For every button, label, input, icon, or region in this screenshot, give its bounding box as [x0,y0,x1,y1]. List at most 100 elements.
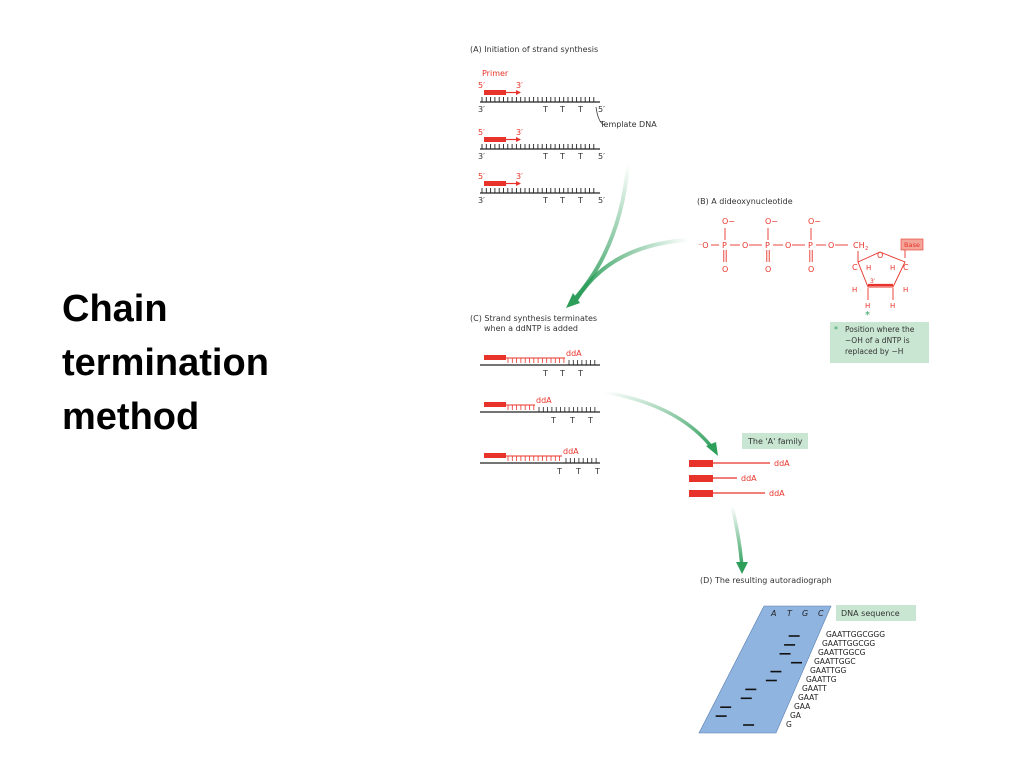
h-2-prime: H [890,302,895,310]
arrow-c-to-family-head [706,442,718,456]
arrow-b-to-c [574,238,689,302]
panel-d-title: (D) The resulting autoradiograph [700,576,832,585]
dna-sequence-label-box [836,605,916,621]
bridging-oxygen: O [828,241,834,250]
a-family-fragment: ddA [689,489,785,498]
template-pointer [595,106,605,126]
sequence-read-2: GAATTGGCGG [822,639,875,648]
phosphorus-3: P [808,241,813,250]
h-right: H [903,286,908,294]
primer-block [484,90,506,95]
primer-arrowhead [516,90,521,95]
template-base-t: T [550,416,556,425]
phosphorus-1: P [722,241,727,250]
template-base-t: T [594,467,600,476]
template-base-t: T [556,467,562,476]
lane-label-g: G [802,609,808,618]
template-base-t: T [559,369,565,378]
bridging-oxygen: O [785,241,791,250]
template-base-t: T [559,152,565,161]
template-5prime-label: 5′ [598,105,605,114]
template-base-t: T [542,152,548,161]
primer-5prime-label: 5′ [478,128,485,137]
o-minus-left: ⁻O [698,241,709,250]
ch2-group: CH [853,241,865,250]
primer-block [484,181,506,186]
arrow-c-to-family [603,390,716,452]
position-3prime: 3′ [870,278,876,285]
primer-3prime-label: 3′ [516,81,523,90]
sequence-read-6: GAATTG [806,675,837,684]
panel-b: (B) A dideoxynucleotide ⁻O P O− O O P O− O O P O− O… [697,197,929,363]
primer-5prime-label: 5′ [478,81,485,90]
oxygen-bottom: O [765,265,771,274]
panel-a: (A) Initiation of strand synthesis Prime… [470,45,657,205]
note-line-1: Position where the [845,325,915,334]
panel-b-title: (B) A dideoxynucleotide [697,197,793,206]
fragment-dda-label: ddA [741,474,757,483]
template-base-t: T [577,369,583,378]
title-line-1: Chain [62,288,168,330]
sequence-read-4: GAATTGGC [814,657,856,666]
sequence-read-10: GA [790,711,802,720]
bridging-oxygen: O [742,241,748,250]
arrow-family-to-d [730,505,744,569]
primer-block [484,453,506,458]
slide-title: Chain termination method [62,282,362,444]
lane-label-a: A [770,609,776,618]
fragment-primer [689,475,713,482]
ring-h-4: H [866,264,871,272]
phosphorus-2: P [765,241,770,250]
primer-arrowhead [516,181,521,186]
note-asterisk: * [834,325,838,334]
template-3prime-label: 3′ [478,152,485,161]
template-5prime-label: 5′ [598,152,605,161]
terminated-strand: ddA T T T [480,447,600,476]
arrow-family-to-d-head [736,562,748,574]
h-left: H [852,286,857,294]
sequence-read-8: GAAT [798,693,819,702]
fragment-dda-label: ddA [774,459,790,468]
ring-h-1: H [890,264,895,272]
dda-label: ddA [563,447,579,456]
note-line-3: replaced by −H [845,347,903,356]
template-base-t: T [577,105,583,114]
dda-label: ddA [566,349,582,358]
template-base-t: T [575,467,581,476]
fragment-primer [689,460,713,467]
ring-oxygen: O [877,251,883,260]
template-base-t: T [559,105,565,114]
a-family-label: The 'A' family [747,437,803,446]
arrow-a-to-c [570,164,630,304]
sequence-read-1: GAATTGGCGGG [826,630,885,639]
sequence-read-5: GAATTGG [810,666,847,675]
dna-sequence-label: DNA sequence [841,609,900,618]
primer-3prime-label: 3′ [516,172,523,181]
template-3prime-label: 3′ [478,105,485,114]
base-box [900,238,924,251]
ch2-subscript: 2 [865,246,868,252]
h-3-prime: H [865,302,870,310]
o-minus-top: O− [765,217,778,226]
lane-label-c: C [818,609,824,618]
a-family-fragment: ddA [689,474,757,483]
panel-a-title: (A) Initiation of strand synthesis [470,45,598,54]
sequence-read-3: GAATTGGCG [818,648,866,657]
panel-c-title-line-1: (C) Strand synthesis terminates [470,314,597,323]
o-minus-top: O− [808,217,821,226]
arrow-a-to-c-head [566,293,580,308]
title-line-2: termination [62,342,269,384]
template-3prime-label: 3′ [478,196,485,205]
a-family: The 'A' family ddA ddA ddA [689,433,808,498]
template-dna-label: Template DNA [599,120,657,129]
primer-5prime-label: 5′ [478,172,485,181]
o-minus-top: O− [722,217,735,226]
note-box [830,322,929,363]
